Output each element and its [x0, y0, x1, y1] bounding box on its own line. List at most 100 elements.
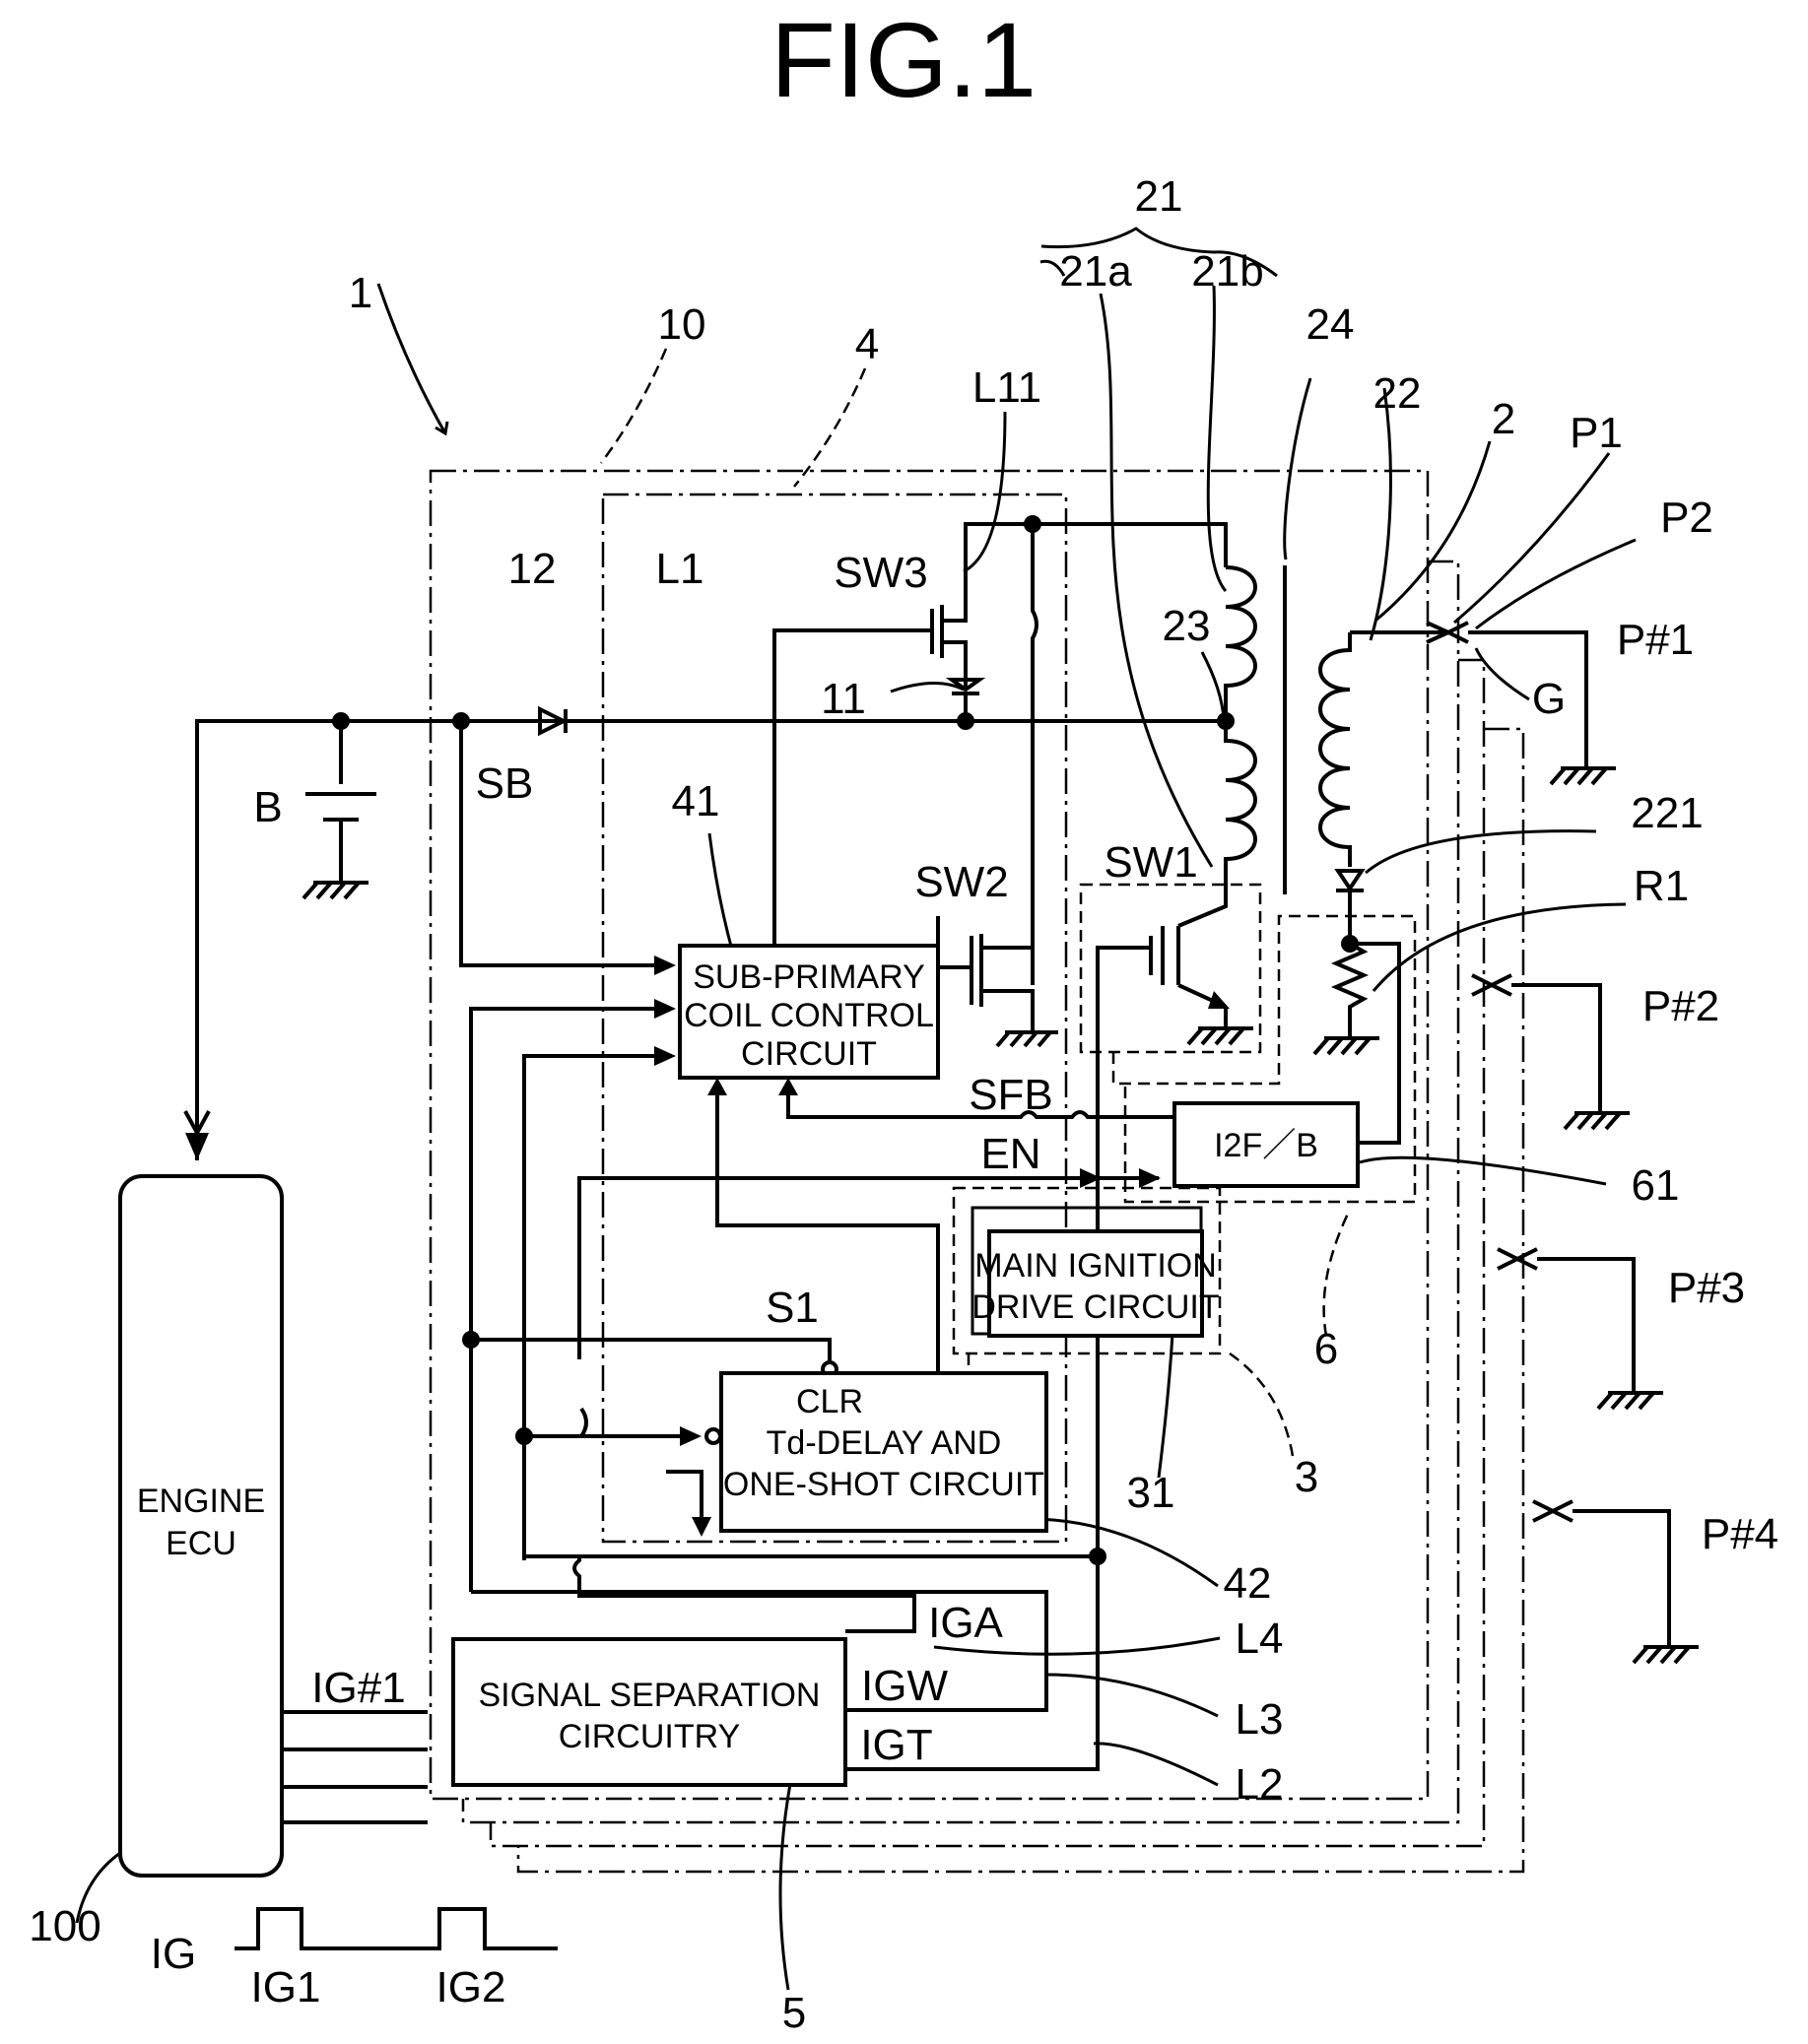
ref-L11: L11	[972, 363, 1041, 412]
ref-L4: L4	[1236, 1615, 1284, 1663]
ref-6: 6	[1314, 1325, 1338, 1373]
ref-1: 1	[349, 269, 372, 317]
plug-p3	[1498, 1249, 1634, 1393]
ref-100: 100	[29, 1902, 100, 1950]
ref-EN: EN	[980, 1130, 1040, 1178]
ref-10-leader	[601, 349, 666, 463]
figure-title: FIG.1	[770, 0, 1037, 119]
ref-SB: SB	[476, 759, 534, 808]
ref-42: 42	[1224, 1559, 1272, 1608]
ref-22-leader	[1371, 388, 1390, 640]
junction	[332, 712, 350, 730]
battery-b-symbol	[305, 721, 376, 883]
junction	[1341, 935, 1359, 953]
ref-24: 24	[1306, 300, 1355, 349]
plug-p4	[1533, 1501, 1669, 1647]
ref-L3: L3	[1236, 1695, 1284, 1744]
sw1-transistor	[1151, 885, 1226, 1007]
ref-6-leader	[1324, 1214, 1348, 1336]
ref-L2-leader	[1094, 1744, 1218, 1785]
ref-42-leader	[1025, 1519, 1218, 1586]
ref-CLR: CLR	[796, 1383, 863, 1420]
sub-primary-coil-control-block: SUB-PRIMARY COIL CONTROL CIRCUIT	[680, 946, 938, 1078]
ref-21a-leader	[1101, 294, 1212, 867]
secondary-winding-22	[1320, 632, 1350, 867]
ground-p1	[1551, 768, 1616, 784]
junction	[515, 1427, 533, 1445]
ref-4-leader	[794, 368, 865, 487]
ref-221: 221	[1631, 789, 1703, 837]
ref-IGT: IGT	[860, 1721, 932, 1769]
ref-L1: L1	[656, 545, 704, 593]
ref-221-leader	[1366, 831, 1596, 873]
ref-22: 22	[1373, 369, 1422, 418]
ref-31: 31	[1127, 1469, 1175, 1517]
td-input-bubble	[706, 1429, 720, 1443]
engine-ecu-block: ENGINE ECU	[120, 1176, 282, 1876]
ref-P2-leader	[1476, 540, 1636, 628]
junction	[452, 712, 470, 730]
ground-b	[303, 883, 368, 898]
ref-5: 5	[782, 1989, 806, 2037]
ground-p2	[1565, 1113, 1630, 1129]
sub-primary-line3: CIRCUIT	[741, 1035, 877, 1073]
igw-bus	[524, 1056, 672, 1560]
engine-ecu-line1: ENGINE	[137, 1483, 265, 1520]
reference-labels: 21 21a 21b 1 10 24 4 L11 22 2 P1 P2 12 L…	[29, 172, 1778, 2037]
td-to-subprimary	[717, 1091, 938, 1373]
ref-L3-leader	[1046, 1675, 1218, 1716]
sw3-transistor	[932, 524, 1033, 690]
i2f-block: I2F／B	[1174, 1103, 1358, 1186]
ref-S1: S1	[766, 1284, 819, 1332]
ref-Pn3: P#3	[1668, 1264, 1745, 1312]
sub-primary-line2: COIL CONTROL	[684, 997, 934, 1034]
ref-IGW: IGW	[861, 1662, 948, 1710]
main-ignition-line1: MAIN IGNITION	[974, 1247, 1217, 1285]
ref-IG: IG	[151, 1930, 196, 1978]
ig-waveform	[234, 1909, 558, 1948]
ref-SFB: SFB	[969, 1071, 1053, 1119]
td-delay-block: Td-DELAY AND ONE-SHOT CIRCUIT	[721, 1373, 1046, 1531]
ref-41: 41	[672, 777, 720, 825]
main-ignition-drive-block: MAIN IGNITION DRIVE CIRCUIT	[971, 1231, 1219, 1336]
iga-bus	[471, 1009, 672, 1592]
plug-p2	[1472, 975, 1600, 1113]
l11-node	[1033, 524, 1226, 567]
junction	[1089, 1548, 1106, 1565]
td-delay-line1: Td-DELAY AND	[767, 1424, 1002, 1462]
ref-12: 12	[508, 545, 557, 593]
ref-IGn1: IG#1	[311, 1664, 405, 1712]
i2f-label: I2F／B	[1214, 1127, 1318, 1164]
ref-4: 4	[855, 320, 879, 368]
ground-r1	[1314, 1038, 1379, 1054]
ref-3: 3	[1295, 1453, 1318, 1501]
ref-41-leader	[709, 833, 733, 954]
ground-sw1	[1188, 1009, 1253, 1044]
ref-SW3: SW3	[834, 549, 927, 597]
junction	[1217, 712, 1235, 730]
ref-IG2: IG2	[436, 1963, 506, 2011]
ref-IGA: IGA	[928, 1599, 1003, 1647]
ref-IG1: IG1	[251, 1963, 321, 2011]
ref-P1: P1	[1570, 409, 1623, 457]
primary-winding-21a	[1226, 721, 1255, 885]
ref-L2: L2	[1236, 1760, 1284, 1809]
ref-2-leader	[1375, 441, 1490, 621]
ref-P2: P2	[1660, 494, 1713, 542]
sb-line	[461, 721, 670, 965]
ref-2: 2	[1492, 395, 1515, 443]
sw3-drain-line	[1033, 524, 1037, 985]
signal-sep-line2: CIRCUITRY	[559, 1718, 741, 1755]
ref-21: 21	[1135, 172, 1183, 221]
leader-lines	[77, 229, 1636, 1990]
ref-21b: 21b	[1191, 247, 1263, 296]
ref-R1: R1	[1634, 862, 1689, 910]
ref-61: 61	[1632, 1161, 1680, 1210]
ref-21a: 21a	[1059, 247, 1132, 296]
junction	[1024, 515, 1041, 533]
ref-24-leader	[1285, 378, 1310, 560]
ref-L11-leader	[964, 412, 1005, 571]
engine-ecu-line2: ECU	[166, 1525, 236, 1562]
ref-11: 11	[821, 675, 866, 723]
